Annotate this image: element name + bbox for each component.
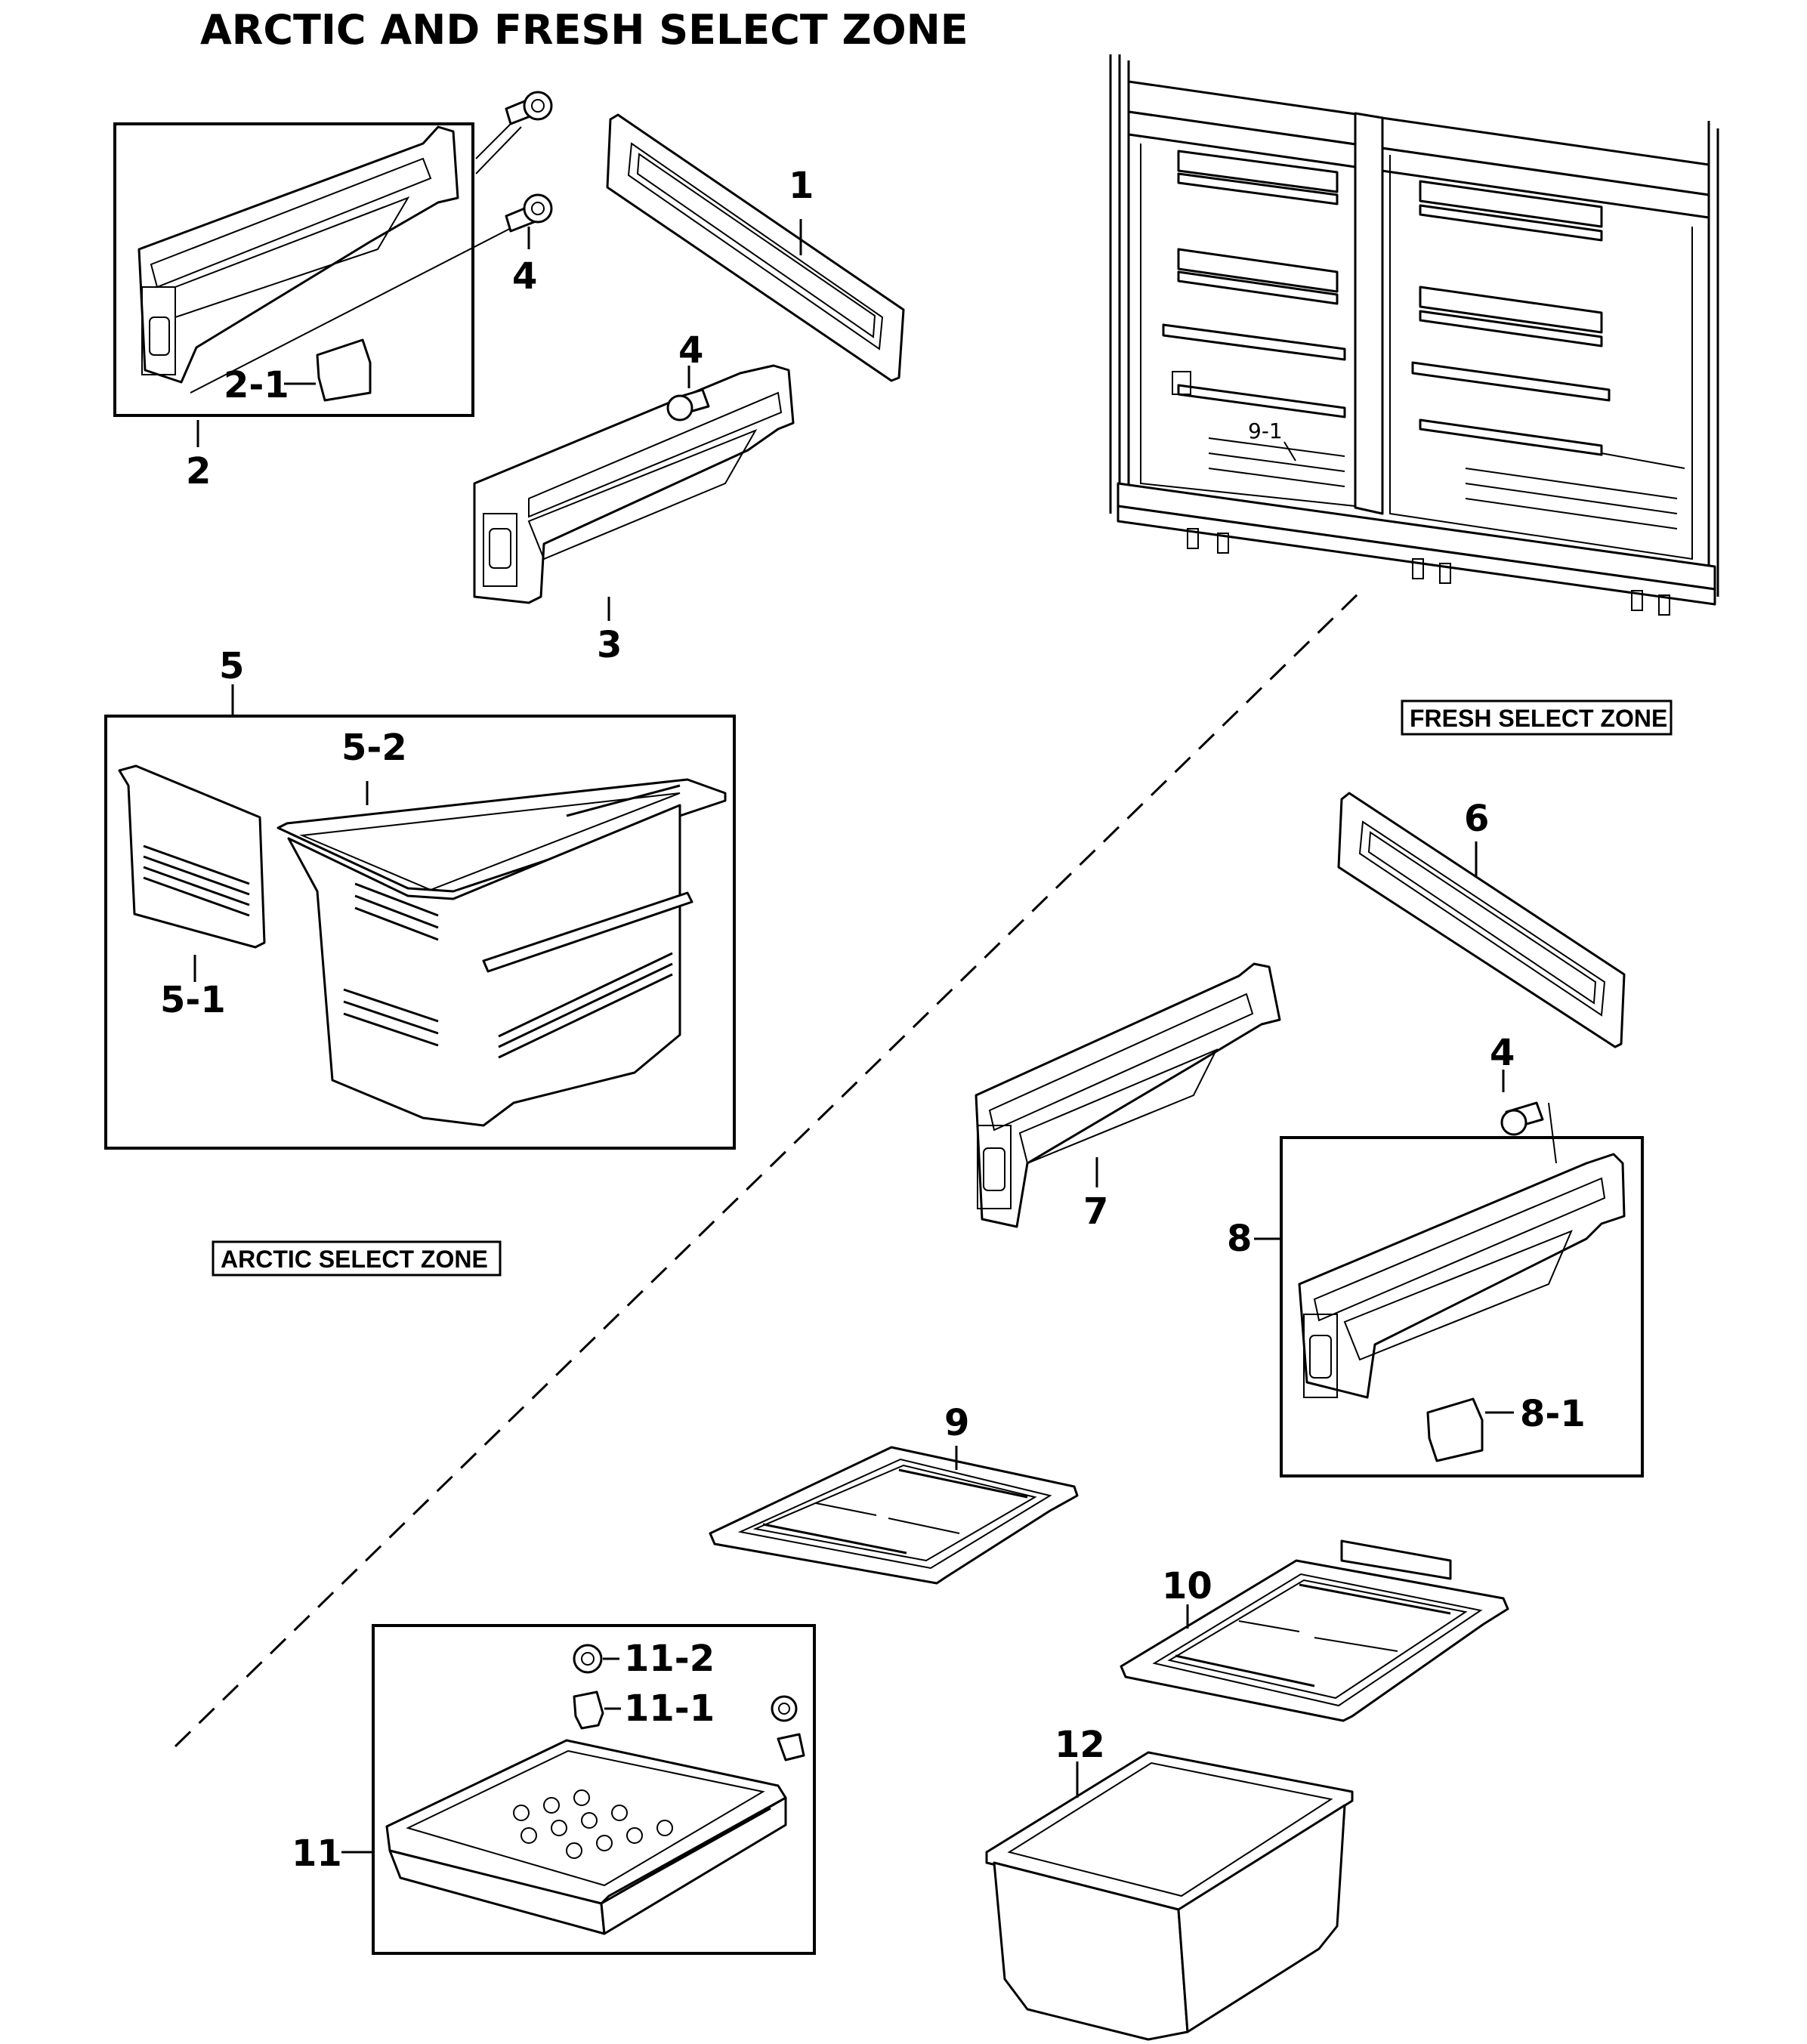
label-2: 2 [186,450,211,492]
label-1: 1 [789,165,814,207]
label-4-b: 4 [678,329,703,372]
part-8-box [1280,1136,1644,1477]
label-8: 8 [1227,1218,1252,1260]
arctic-zone-text: ARCTIC SELECT ZONE [221,1246,488,1273]
label-5-2: 5-2 [341,727,407,769]
part-12-bin: 12 [985,1724,1354,2041]
label-9: 9 [944,1402,969,1444]
label-5: 5 [219,645,244,687]
label-6: 6 [1464,798,1489,840]
part-11-group: 11 11-2 11-1 [292,1624,816,1955]
label-2-1: 2-1 [224,364,289,406]
label-11-1: 11-1 [624,1687,715,1730]
part-5-box [104,715,736,1150]
label-7: 7 [1083,1190,1108,1233]
fresh-zone-text: FRESH SELECT ZONE [1410,705,1667,732]
label-3: 3 [597,624,622,666]
label-11-2: 11-2 [624,1638,715,1680]
label-10: 10 [1162,1565,1212,1607]
label-4-c: 4 [1490,1032,1515,1074]
screw-4a [505,91,553,125]
part-9-shelf: 9 [709,1402,1079,1585]
diagram-title: ARCTIC AND FRESH SELECT ZONE [200,6,968,54]
label-11: 11 [292,1832,342,1875]
part-7-rail: 7 [975,962,1281,1233]
label-12: 12 [1055,1724,1105,1766]
refrigerator-interior: 9-1 [1109,54,1719,616]
part-2-group: 2-1 2 [113,113,522,492]
part-11-box [372,1624,816,1955]
part-10-shelf: 10 [1120,1539,1509,1722]
part-1-panel: 1 [606,113,905,382]
arctic-zone-label: ARCTIC SELECT ZONE [212,1240,502,1277]
label-9-1: 9-1 [1248,418,1283,443]
part-2-box [113,122,474,417]
zone-divider-line [174,591,1361,1748]
part-3-rail: 3 4 [473,329,795,666]
label-8-1: 8-1 [1520,1393,1586,1435]
part-5-group: 5 5-1 5-2 [104,645,736,1150]
label-5-1: 5-1 [160,979,226,1021]
label-4-a: 4 [512,255,537,298]
part-6-panel: 6 [1337,792,1626,1048]
part-8-group: 8 8-1 4 [1227,1032,1644,1477]
fresh-zone-label: FRESH SELECT ZONE [1401,699,1673,736]
screw-4b: 4 [505,193,553,298]
